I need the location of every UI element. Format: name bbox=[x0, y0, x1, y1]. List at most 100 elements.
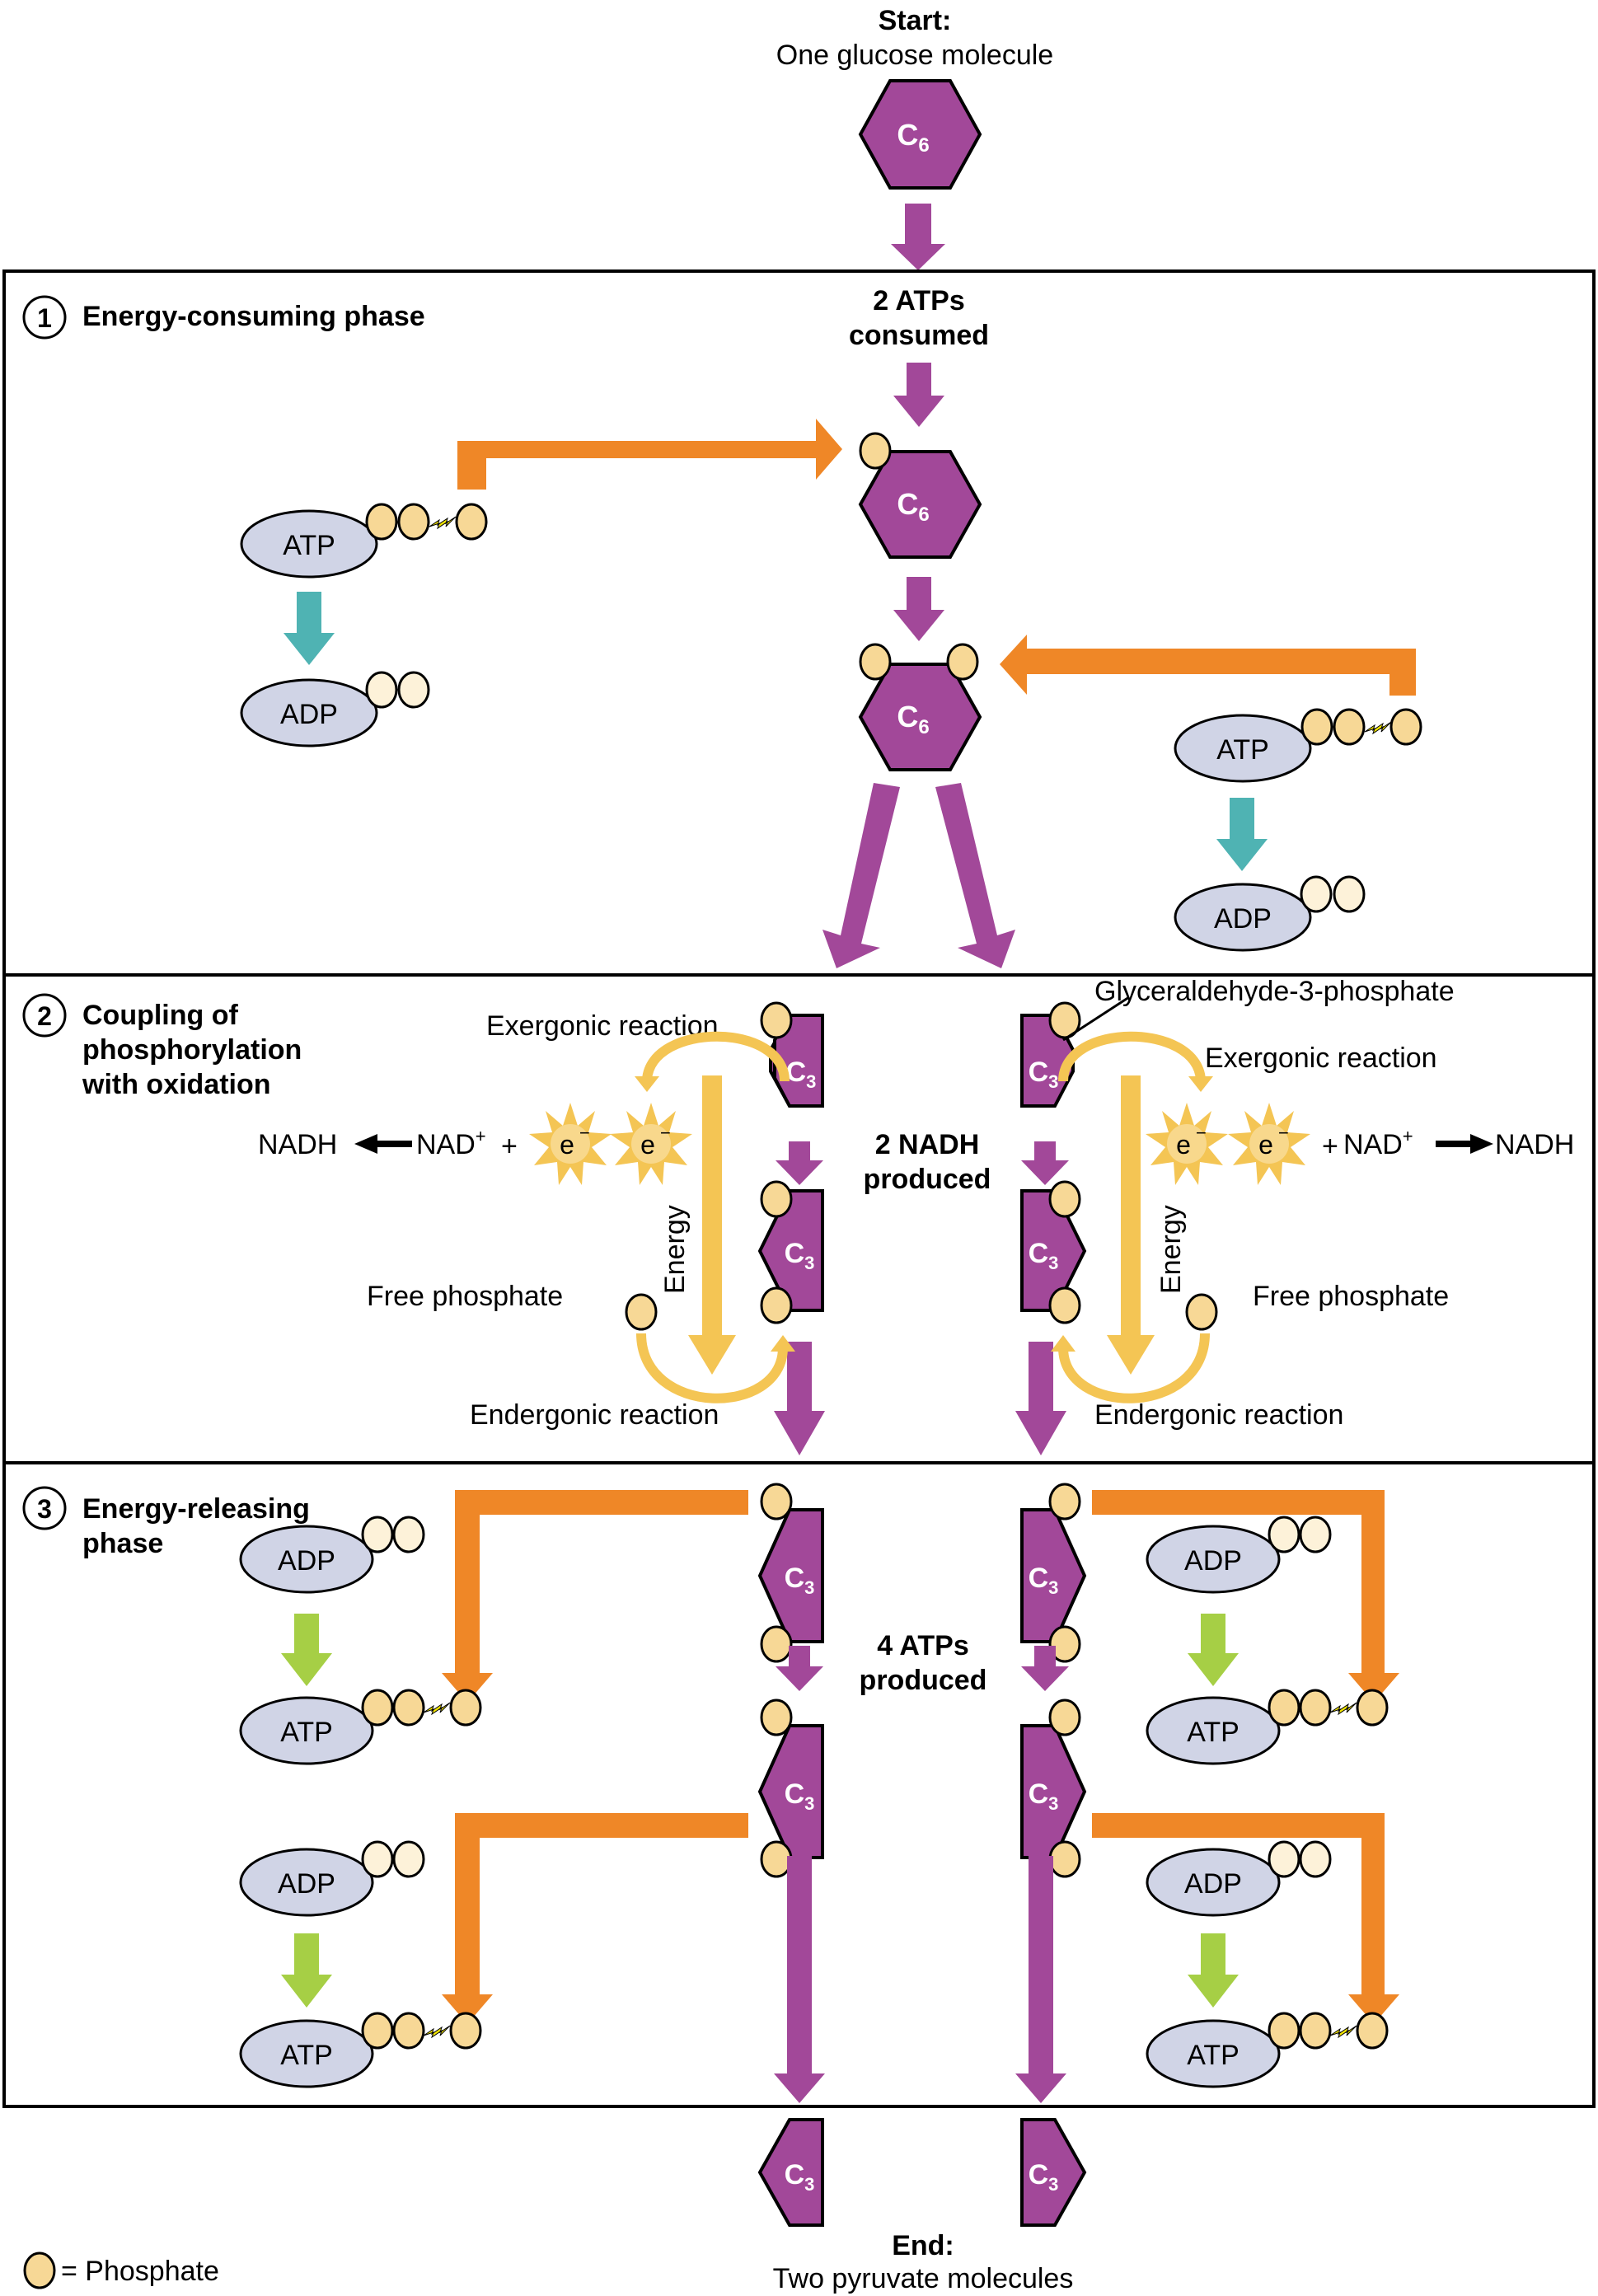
arrow-down bbox=[891, 204, 945, 270]
phosphate bbox=[859, 643, 892, 681]
phases-frame bbox=[2, 269, 1596, 2108]
atp-to-adp-arrow bbox=[284, 592, 335, 665]
svg-text:ADP: ADP bbox=[1214, 903, 1272, 935]
exergonic-arc bbox=[642, 1031, 790, 1082]
endergonic-label: Endergonic reaction bbox=[470, 1399, 719, 1431]
phase-number: 1 bbox=[37, 303, 52, 333]
phase-1: 1 Energy-consuming phase 2 ATPs consumed… bbox=[22, 285, 1422, 968]
adp-molecule: ADP bbox=[1146, 1516, 1332, 1594]
split-arrow-left bbox=[822, 783, 900, 968]
svg-text:−: − bbox=[1278, 1122, 1289, 1143]
svg-text:ATP: ATP bbox=[283, 530, 335, 561]
svg-text:−: − bbox=[579, 1122, 590, 1143]
svg-text:e: e bbox=[560, 1130, 574, 1160]
legend-label: = Phosphate bbox=[61, 2256, 219, 2287]
svg-text:C6: C6 bbox=[897, 487, 929, 526]
arrow-down bbox=[776, 1141, 823, 1185]
free-phosphate-label: Free phosphate bbox=[1253, 1281, 1449, 1312]
svg-text:ATP: ATP bbox=[280, 1717, 333, 1748]
glucose-6-phosphate: C6 bbox=[858, 432, 982, 559]
svg-text:ADP: ADP bbox=[278, 1868, 335, 1900]
leader-line bbox=[1062, 996, 1130, 1042]
phase-number-badge bbox=[22, 295, 67, 340]
atps-consumed-label: 2 ATPs bbox=[873, 285, 964, 316]
bisphosphoglycerate-left: C3 bbox=[757, 1483, 824, 1663]
endergonic-arc bbox=[636, 1333, 788, 1403]
adp-molecule: ADP bbox=[1174, 875, 1366, 952]
svg-text:e: e bbox=[640, 1130, 655, 1160]
svg-text:ADP: ADP bbox=[1184, 1868, 1242, 1900]
phase-title: with oxidation bbox=[82, 1069, 271, 1100]
pyruvate-right: C3 bbox=[1020, 2118, 1087, 2227]
arrow-down bbox=[1021, 1141, 1069, 1185]
phase-title: Energy-consuming phase bbox=[82, 301, 425, 332]
bisphosphoglycerate-right: C3 bbox=[1020, 1180, 1087, 1324]
adp-molecule: ADP bbox=[239, 1840, 425, 1917]
end-heading: End: bbox=[892, 2230, 954, 2261]
nad-label: NAD+ bbox=[1343, 1126, 1413, 1160]
phosphate-transfer-arrow bbox=[1092, 1813, 1399, 2024]
adp-to-atp-arrow bbox=[281, 1614, 332, 1686]
phosphate-transfer-arrow bbox=[442, 1813, 748, 2024]
atp-molecule: ATP bbox=[239, 1689, 482, 1765]
svg-text:ADP: ADP bbox=[280, 699, 338, 730]
fructose-bisphosphate: C6 bbox=[858, 643, 982, 771]
adp-molecule: ADP bbox=[1146, 1840, 1332, 1917]
pyruvate-left: C3 bbox=[757, 2118, 824, 2227]
phosphate-transfer-arrow bbox=[442, 1490, 748, 1703]
free-phosphate-label: Free phosphate bbox=[367, 1281, 563, 1312]
arrow-down bbox=[893, 577, 944, 641]
reaction-arrow-left bbox=[354, 1134, 412, 1154]
phase-title: Coupling of bbox=[82, 1000, 239, 1031]
plus-sign: + bbox=[501, 1131, 518, 1162]
phase-number-badge bbox=[22, 1486, 67, 1530]
svg-text:C3: C3 bbox=[1029, 1563, 1059, 1598]
start-heading: Start: bbox=[879, 5, 952, 36]
arrow-down bbox=[774, 1342, 825, 1455]
arrow-down bbox=[776, 1646, 823, 1691]
exergonic-label: Exergonic reaction bbox=[1205, 1043, 1437, 1074]
endergonic-label: Endergonic reaction bbox=[1094, 1399, 1343, 1431]
exergonic-arc bbox=[1058, 1031, 1206, 1082]
svg-text:C3: C3 bbox=[785, 1238, 815, 1273]
adp-molecule: ADP bbox=[239, 1516, 425, 1594]
g3p-molecule-right: C3 bbox=[1020, 1001, 1081, 1108]
energy-coupling-right: Exergonic reaction Energy Free phosphate… bbox=[1051, 1031, 1574, 1431]
svg-text:C3: C3 bbox=[785, 1778, 815, 1814]
svg-text:C3: C3 bbox=[785, 1563, 815, 1598]
atps-consumed-label: consumed bbox=[849, 320, 989, 351]
energy-arrow bbox=[688, 1075, 736, 1375]
phase-number-badge bbox=[22, 993, 67, 1038]
atp-molecule: ATP bbox=[1174, 708, 1422, 783]
atp-to-adp-arrow bbox=[1216, 798, 1268, 871]
svg-text:ATP: ATP bbox=[280, 2040, 333, 2071]
svg-text:ADP: ADP bbox=[1184, 1545, 1242, 1577]
energy-label: Energy bbox=[1155, 1205, 1187, 1294]
atp-molecule: ATP bbox=[1146, 1689, 1389, 1765]
glucose-molecule: C6 bbox=[858, 79, 982, 190]
phosphate-transfer-arrow bbox=[1092, 1490, 1399, 1703]
phase-3: 3 Energy-releasing phase 4 ATPs produced… bbox=[22, 1483, 1399, 2103]
g3p-label: Glyceraldehyde-3-phosphate bbox=[1094, 976, 1455, 1007]
phase-title: Energy-releasing bbox=[82, 1493, 310, 1525]
svg-text:C3: C3 bbox=[1029, 1238, 1059, 1273]
plus-sign: + bbox=[1322, 1131, 1338, 1162]
adp-to-atp-arrow bbox=[1188, 1614, 1239, 1686]
svg-text:e: e bbox=[1176, 1130, 1191, 1160]
phosphate bbox=[859, 432, 892, 470]
phase-2: 2 Coupling of phosphorylation with oxida… bbox=[22, 976, 1574, 1455]
legend: = Phosphate bbox=[23, 2251, 219, 2289]
molecule-label: C6 bbox=[897, 118, 929, 157]
adp-molecule: ADP bbox=[240, 671, 430, 747]
svg-text:−: − bbox=[1196, 1122, 1207, 1143]
phosphate bbox=[946, 643, 979, 681]
arrow-down bbox=[1015, 1856, 1066, 2103]
arrow-down bbox=[1021, 1646, 1069, 1691]
atps-produced-label: produced bbox=[860, 1665, 987, 1696]
arrow-down bbox=[1015, 1342, 1066, 1455]
end-caption: Two pyruvate molecules bbox=[773, 2263, 1074, 2294]
phosphoglycerate-right: C3 bbox=[1020, 1699, 1087, 1878]
nadh-produced-label: 2 NADH bbox=[875, 1129, 980, 1160]
nad-label: NAD+ bbox=[416, 1126, 486, 1160]
free-phosphate bbox=[625, 1293, 658, 1331]
